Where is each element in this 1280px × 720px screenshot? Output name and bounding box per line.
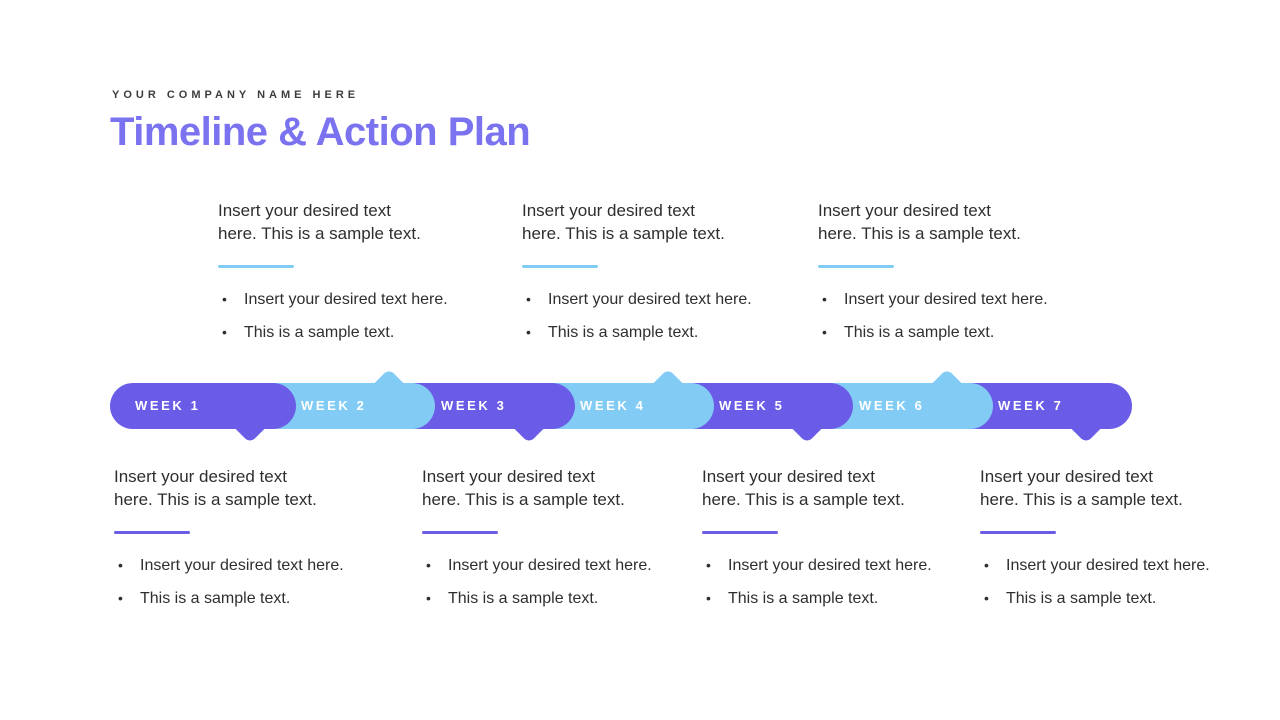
note-block-above-2: Insert your desired text here. This is a … bbox=[522, 199, 822, 357]
bullet-marker: • bbox=[222, 324, 227, 340]
company-name: YOUR COMPANY NAME HERE bbox=[112, 89, 360, 101]
week-pill-label: WEEK 3 bbox=[441, 398, 507, 413]
bullet-list: • Insert your desired text here. • This is… bbox=[980, 557, 1280, 607]
bullet-item: • Insert your desired text here. bbox=[522, 291, 822, 308]
paragraph-line: here. This is a sample text. bbox=[980, 490, 1183, 509]
bullet-item: • This is a sample text. bbox=[114, 590, 414, 607]
note-paragraph: Insert your desired text here. This is a … bbox=[980, 465, 1280, 511]
bullet-marker: • bbox=[222, 291, 227, 307]
paragraph-line: Insert your desired text bbox=[980, 467, 1153, 486]
week-pill-label: WEEK 2 bbox=[301, 398, 367, 413]
bullet-marker: • bbox=[118, 557, 123, 573]
paragraph-line: Insert your desired text bbox=[218, 201, 391, 220]
note-block-below-3: Insert your desired text here. This is a … bbox=[702, 465, 1002, 623]
bullet-marker: • bbox=[426, 590, 431, 606]
bullet-text: This is a sample text. bbox=[728, 590, 879, 607]
week-pill-label: WEEK 1 bbox=[135, 398, 201, 413]
accent-rule bbox=[980, 531, 1056, 534]
accent-rule bbox=[702, 531, 778, 534]
bullet-text: This is a sample text. bbox=[1006, 590, 1157, 607]
bullet-item: • This is a sample text. bbox=[980, 590, 1280, 607]
bullet-item: • This is a sample text. bbox=[818, 324, 1118, 341]
bullet-marker: • bbox=[118, 590, 123, 606]
bullet-item: • Insert your desired text here. bbox=[422, 557, 722, 574]
bullet-list: • Insert your desired text here. • This is… bbox=[422, 557, 722, 607]
bullet-text: This is a sample text. bbox=[244, 324, 395, 341]
bullet-text: Insert your desired text here. bbox=[140, 557, 344, 574]
bullet-item: • This is a sample text. bbox=[218, 324, 518, 341]
paragraph-line: here. This is a sample text. bbox=[818, 224, 1021, 243]
note-paragraph: Insert your desired text here. This is a … bbox=[702, 465, 1002, 511]
bullet-marker: • bbox=[822, 324, 827, 340]
note-paragraph: Insert your desired text here. This is a … bbox=[522, 199, 822, 245]
week-pill-label: WEEK 6 bbox=[859, 398, 925, 413]
note-block-above-3: Insert your desired text here. This is a … bbox=[818, 199, 1118, 357]
paragraph-line: Insert your desired text bbox=[818, 201, 991, 220]
bullet-list: • Insert your desired text here. • This is… bbox=[218, 291, 518, 341]
bullet-item: • Insert your desired text here. bbox=[702, 557, 1002, 574]
note-paragraph: Insert your desired text here. This is a … bbox=[218, 199, 518, 245]
bullet-item: • Insert your desired text here. bbox=[218, 291, 518, 308]
note-block-below-2: Insert your desired text here. This is a … bbox=[422, 465, 722, 623]
bullet-marker: • bbox=[706, 557, 711, 573]
page-title: Timeline & Action Plan bbox=[110, 110, 531, 154]
note-block-below-4: Insert your desired text here. This is a … bbox=[980, 465, 1280, 623]
bullet-text: This is a sample text. bbox=[548, 324, 699, 341]
bullet-marker: • bbox=[822, 291, 827, 307]
accent-rule bbox=[422, 531, 498, 534]
paragraph-line: here. This is a sample text. bbox=[702, 490, 905, 509]
note-block-above-1: Insert your desired text here. This is a … bbox=[218, 199, 518, 357]
paragraph-line: here. This is a sample text. bbox=[218, 224, 421, 243]
bullet-item: • This is a sample text. bbox=[522, 324, 822, 341]
bullet-marker: • bbox=[706, 590, 711, 606]
bullet-text: This is a sample text. bbox=[844, 324, 995, 341]
note-block-below-1: Insert your desired text here. This is a … bbox=[114, 465, 414, 623]
bullet-list: • Insert your desired text here. • This is… bbox=[702, 557, 1002, 607]
week-pill-1: WEEK 1 bbox=[110, 383, 296, 444]
bullet-marker: • bbox=[984, 557, 989, 573]
bullet-list: • Insert your desired text here. • This is… bbox=[818, 291, 1118, 341]
bullet-list: • Insert your desired text here. • This is… bbox=[114, 557, 414, 607]
bullet-list: • Insert your desired text here. • This is… bbox=[522, 291, 822, 341]
bullet-marker: • bbox=[426, 557, 431, 573]
accent-rule bbox=[818, 265, 894, 268]
week-pill-label: WEEK 5 bbox=[719, 398, 785, 413]
note-paragraph: Insert your desired text here. This is a … bbox=[422, 465, 722, 511]
paragraph-line: Insert your desired text bbox=[522, 201, 695, 220]
bullet-item: • This is a sample text. bbox=[422, 590, 722, 607]
week-pill-label: WEEK 4 bbox=[580, 398, 646, 413]
bullet-text: Insert your desired text here. bbox=[448, 557, 652, 574]
bullet-item: • Insert your desired text here. bbox=[980, 557, 1280, 574]
bullet-text: Insert your desired text here. bbox=[728, 557, 932, 574]
paragraph-line: here. This is a sample text. bbox=[114, 490, 317, 509]
accent-rule bbox=[114, 531, 190, 534]
paragraph-line: here. This is a sample text. bbox=[522, 224, 725, 243]
paragraph-line: here. This is a sample text. bbox=[422, 490, 625, 509]
bullet-text: Insert your desired text here. bbox=[548, 291, 752, 308]
paragraph-line: Insert your desired text bbox=[114, 467, 287, 486]
bullet-marker: • bbox=[984, 590, 989, 606]
accent-rule bbox=[522, 265, 598, 268]
paragraph-line: Insert your desired text bbox=[422, 467, 595, 486]
bullet-item: • This is a sample text. bbox=[702, 590, 1002, 607]
week-pill-label: WEEK 7 bbox=[998, 398, 1064, 413]
note-paragraph: Insert your desired text here. This is a … bbox=[114, 465, 414, 511]
accent-rule bbox=[218, 265, 294, 268]
bullet-text: This is a sample text. bbox=[448, 590, 599, 607]
bullet-marker: • bbox=[526, 291, 531, 307]
paragraph-line: Insert your desired text bbox=[702, 467, 875, 486]
note-paragraph: Insert your desired text here. This is a … bbox=[818, 199, 1118, 245]
bullet-text: Insert your desired text here. bbox=[844, 291, 1048, 308]
bullet-text: Insert your desired text here. bbox=[1006, 557, 1210, 574]
bullet-text: This is a sample text. bbox=[140, 590, 291, 607]
bullet-item: • Insert your desired text here. bbox=[114, 557, 414, 574]
bullet-marker: • bbox=[526, 324, 531, 340]
bullet-text: Insert your desired text here. bbox=[244, 291, 448, 308]
bullet-item: • Insert your desired text here. bbox=[818, 291, 1118, 308]
